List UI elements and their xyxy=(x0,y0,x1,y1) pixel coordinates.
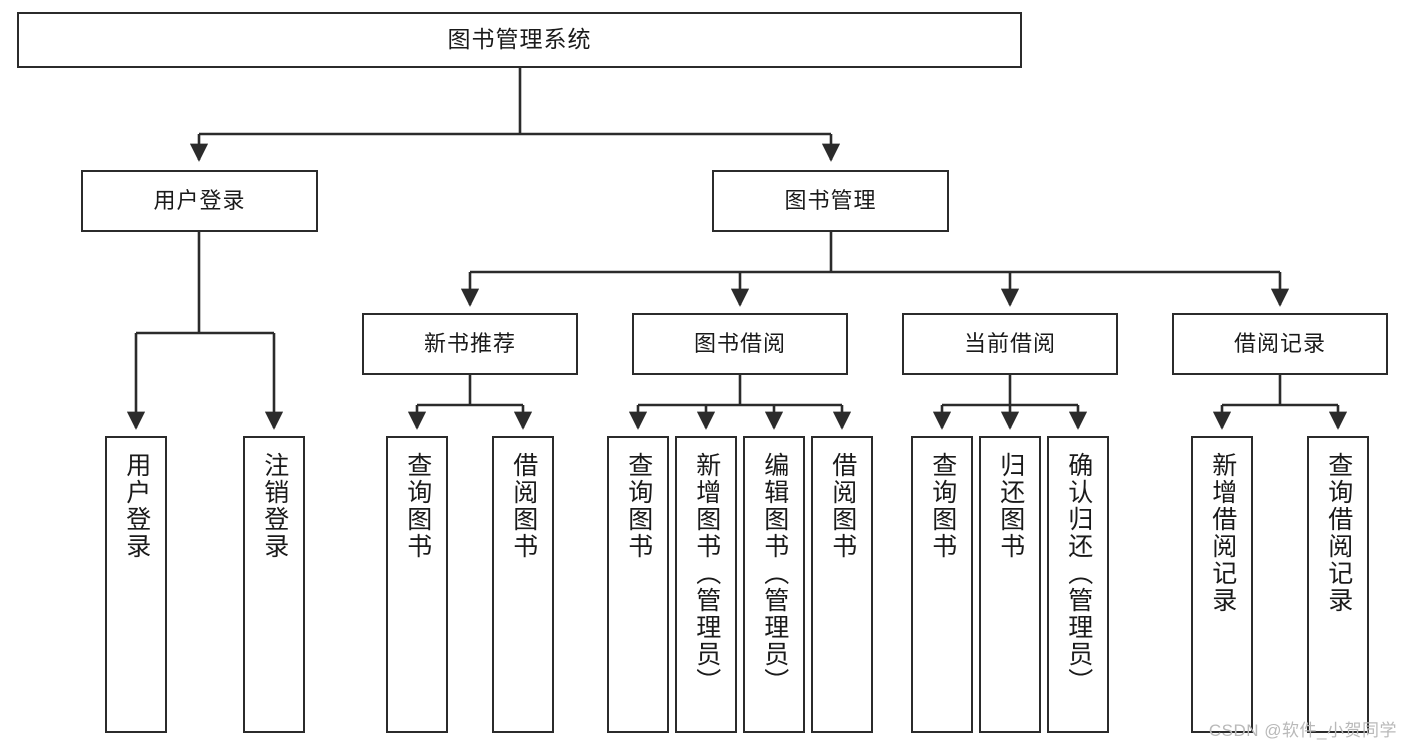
leaf-user-login-login[interactable]: 用户登录 xyxy=(105,436,167,733)
node-label: 当前借阅 xyxy=(963,331,1056,357)
node-root-system[interactable]: 图书管理系统 xyxy=(17,12,1022,68)
leaf-recommend-query-book[interactable]: 查询图书 xyxy=(386,436,448,733)
node-book-management[interactable]: 图书管理 xyxy=(712,170,949,232)
node-book-borrow[interactable]: 图书借阅 xyxy=(632,313,848,375)
node-label: 查询图书 xyxy=(403,452,432,560)
node-current-borrow[interactable]: 当前借阅 xyxy=(902,313,1118,375)
node-label: 借阅记录 xyxy=(1233,331,1326,357)
leaf-borrow-edit-book[interactable]: 编辑图书（管理员） xyxy=(743,436,805,733)
leaf-current-return-book[interactable]: 归还图书 xyxy=(979,436,1041,733)
node-label: 新书推荐 xyxy=(423,331,516,357)
node-borrow-record[interactable]: 借阅记录 xyxy=(1172,313,1388,375)
node-label: 新增图书（管理员） xyxy=(692,452,721,695)
node-label: 查询图书 xyxy=(624,452,653,560)
leaf-current-query-book[interactable]: 查询图书 xyxy=(911,436,973,733)
node-label: 图书借阅 xyxy=(693,331,786,357)
node-label: 查询借阅记录 xyxy=(1324,452,1353,614)
node-label: 归还图书 xyxy=(996,452,1025,560)
node-label: 用户登录 xyxy=(153,188,246,214)
node-label: 编辑图书（管理员） xyxy=(760,452,789,695)
leaf-record-query-record[interactable]: 查询借阅记录 xyxy=(1307,436,1369,733)
node-user-login[interactable]: 用户登录 xyxy=(81,170,318,232)
node-label: 确认归还（管理员） xyxy=(1064,452,1093,695)
node-label: 图书管理 xyxy=(784,188,877,214)
node-new-book-recommend[interactable]: 新书推荐 xyxy=(362,313,578,375)
watermark: CSDN @软件_小贺同学 xyxy=(1208,721,1397,740)
node-label: 新增借阅记录 xyxy=(1208,452,1237,614)
leaf-current-confirm-return[interactable]: 确认归还（管理员） xyxy=(1047,436,1109,733)
node-label: 借阅图书 xyxy=(509,452,538,560)
node-label: 注销登录 xyxy=(260,452,289,560)
node-label: 用户登录 xyxy=(122,452,151,560)
leaf-borrow-add-book[interactable]: 新增图书（管理员） xyxy=(675,436,737,733)
node-label: 图书管理系统 xyxy=(447,26,592,53)
leaf-borrow-query-book[interactable]: 查询图书 xyxy=(607,436,669,733)
node-label: 查询图书 xyxy=(928,452,957,560)
leaf-recommend-borrow-book[interactable]: 借阅图书 xyxy=(492,436,554,733)
leaf-borrow-borrow-book[interactable]: 借阅图书 xyxy=(811,436,873,733)
node-label: 借阅图书 xyxy=(828,452,857,560)
leaf-user-login-logout[interactable]: 注销登录 xyxy=(243,436,305,733)
leaf-record-add-record[interactable]: 新增借阅记录 xyxy=(1191,436,1253,733)
